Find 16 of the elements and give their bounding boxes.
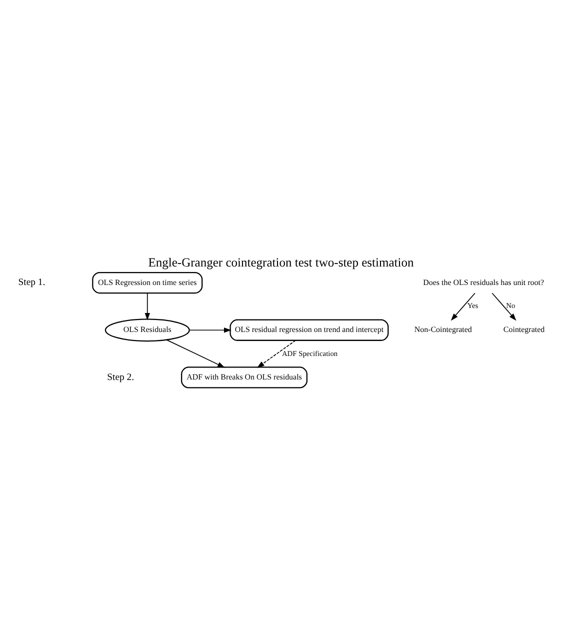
node-box: ADF with Breaks On OLS residuals — [181, 366, 308, 388]
node-text: Cointegrated — [503, 324, 545, 334]
arrow — [166, 338, 225, 368]
label: Step 2. — [107, 371, 134, 382]
arrow — [144, 292, 150, 320]
arrow — [492, 292, 516, 320]
node-ellipse: OLS Residuals — [104, 318, 190, 342]
arrow — [188, 327, 232, 332]
node-box: OLS residual regression on trend and intercept — [230, 318, 389, 340]
node-text: Does the OLS residuals has unit root? — [423, 277, 544, 286]
node-box: OLS Regression on time series — [92, 271, 203, 294]
arrow — [450, 292, 476, 320]
node-text: Non-Cointegrated — [414, 324, 472, 334]
label: Step 1. — [18, 276, 46, 288]
arrow — [256, 340, 296, 368]
diagram-title: Engle-Granger cointegration test two-step estimation — [148, 255, 414, 270]
